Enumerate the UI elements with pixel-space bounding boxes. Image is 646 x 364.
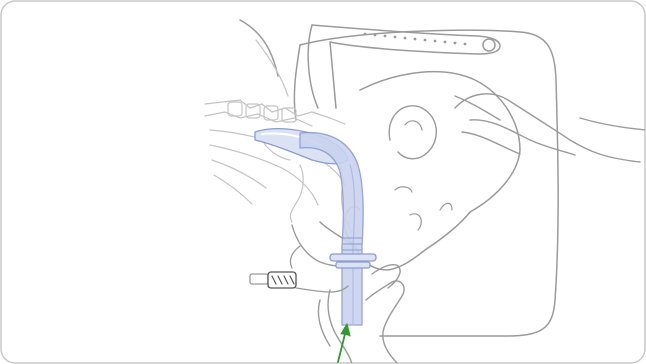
airway-flange [330,254,376,261]
